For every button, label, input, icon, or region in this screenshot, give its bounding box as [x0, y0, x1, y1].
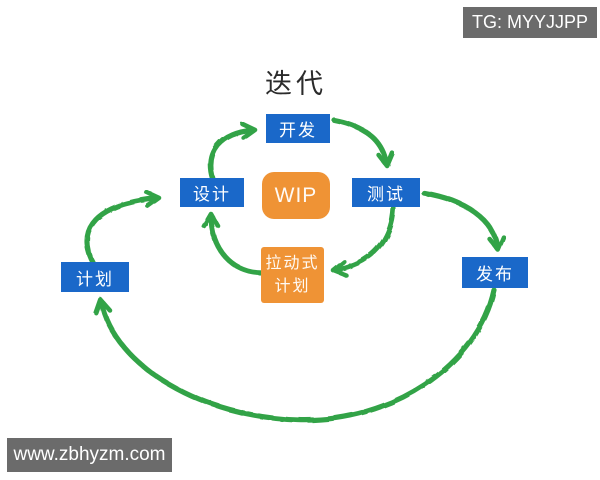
node-pull-plan: 拉动式 计划 [261, 247, 324, 303]
node-pull-plan-label-line1: 拉动式 [265, 255, 320, 272]
node-test-label: 测试 [367, 185, 405, 204]
node-wip: WIP [262, 172, 330, 219]
arrow-pull-plan-to-design [211, 215, 265, 276]
node-design-label: 设计 [193, 185, 231, 204]
arrow-release-to-plan [101, 287, 497, 423]
node-release-label: 发布 [476, 265, 514, 284]
arrow-plan-to-design [84, 198, 158, 269]
node-pull-plan-label-line2: 计划 [274, 278, 311, 295]
arrow-test-to-release [421, 190, 498, 249]
node-release: 发布 [462, 257, 528, 288]
page-title: 迭代 [265, 69, 327, 99]
watermark-telegram: TG: MYYJJPP [463, 7, 597, 38]
node-wip-label: WIP [274, 183, 318, 207]
watermark-website-text: www.zbhyzm.com [13, 444, 166, 465]
arrow-test-to-pull-plan [334, 205, 396, 270]
node-plan-label: 计划 [76, 269, 114, 289]
node-test: 测试 [352, 178, 420, 207]
watermark-telegram-text: TG: MYYJJPP [471, 12, 588, 32]
arrow-develop-to-test [331, 117, 387, 165]
node-develop: 开发 [266, 114, 330, 143]
arrow-design-to-develop [208, 130, 254, 182]
node-plan: 计划 [61, 262, 129, 292]
node-develop-label: 开发 [279, 121, 317, 140]
watermark-website: www.zbhyzm.com [7, 438, 172, 472]
node-design: 设计 [180, 178, 244, 207]
